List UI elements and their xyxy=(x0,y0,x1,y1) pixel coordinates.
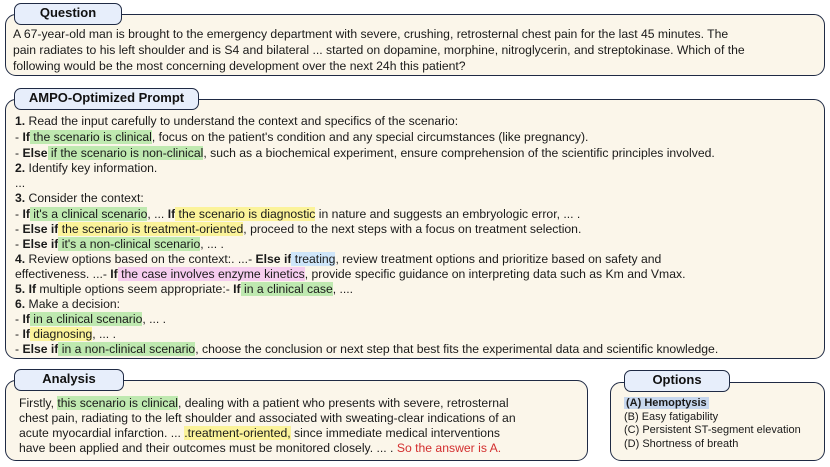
analysis-line-3: acute myocardial infarction. ... .treatm… xyxy=(19,426,500,440)
options-title: Options xyxy=(624,370,730,392)
prompt-line-16: - Else if in a non-clinical scenario, ch… xyxy=(15,342,719,356)
analysis-line-2: chest pain, radiating to the left should… xyxy=(19,411,516,425)
prompt-line-2: - If the scenario is clinical, focus on … xyxy=(15,130,589,144)
prompt-line-6: 3. Consider the context: xyxy=(15,191,144,205)
question-panel xyxy=(5,14,825,76)
analysis-panel xyxy=(5,380,588,461)
prompt-line-11: effectiveness. ...- If the case involves… xyxy=(15,267,686,281)
question-line-3: following would be the most concerning d… xyxy=(13,59,466,73)
prompt-line-7: - If it's a clinical scenario, ... If th… xyxy=(15,207,581,221)
prompt-line-3: - Else if the scenario is non-clinical, … xyxy=(15,146,715,160)
options-panel xyxy=(610,382,825,461)
option-c[interactable]: (C) Persistent ST-segment elevation xyxy=(624,424,801,436)
prompt-title: AMPO-Optimized Prompt xyxy=(14,88,199,110)
analysis-title: Analysis xyxy=(14,369,124,391)
question-line-2: pain radiates to his left shoulder and i… xyxy=(13,43,745,57)
prompt-line-12: 5. If multiple options seem appropriate:… xyxy=(15,282,354,296)
analysis-line-4: have been applied and their outcomes mus… xyxy=(19,441,502,455)
prompt-line-13: 6. Make a decision: xyxy=(15,297,121,311)
question-title: Question xyxy=(14,3,122,25)
prompt-line-14: - If in a clinical scenario, ... . xyxy=(15,312,167,326)
option-d[interactable]: (D) Shortness of breath xyxy=(624,437,739,450)
question-line-1: A 67-year-old man is brought to the emer… xyxy=(13,27,729,41)
prompt-line-15: - If diagnosing, ... . xyxy=(15,327,116,341)
prompt-line-8: - Else if the scenario is treatment-orie… xyxy=(15,222,582,236)
answer-text: So the answer is A. xyxy=(396,441,502,455)
options-list: (A) Hemoptysis (B) Easy fatigability (C)… xyxy=(624,397,801,451)
prompt-line-1: 1. Read the input carefully to understan… xyxy=(15,114,459,128)
analysis-line-1: Firstly, this scenario is clinical, deal… xyxy=(19,396,509,410)
prompt-line-4: 2. Identify key information. xyxy=(15,161,158,175)
prompt-line-10: 4. Review options based on the context:.… xyxy=(15,252,662,266)
option-b[interactable]: (B) Easy fatigability xyxy=(624,410,719,423)
option-a[interactable]: (A) Hemoptysis xyxy=(624,397,709,409)
prompt-line-9: - Else if it's a non-clinical scenario, … xyxy=(15,237,224,251)
prompt-line-5: ... xyxy=(15,176,26,190)
